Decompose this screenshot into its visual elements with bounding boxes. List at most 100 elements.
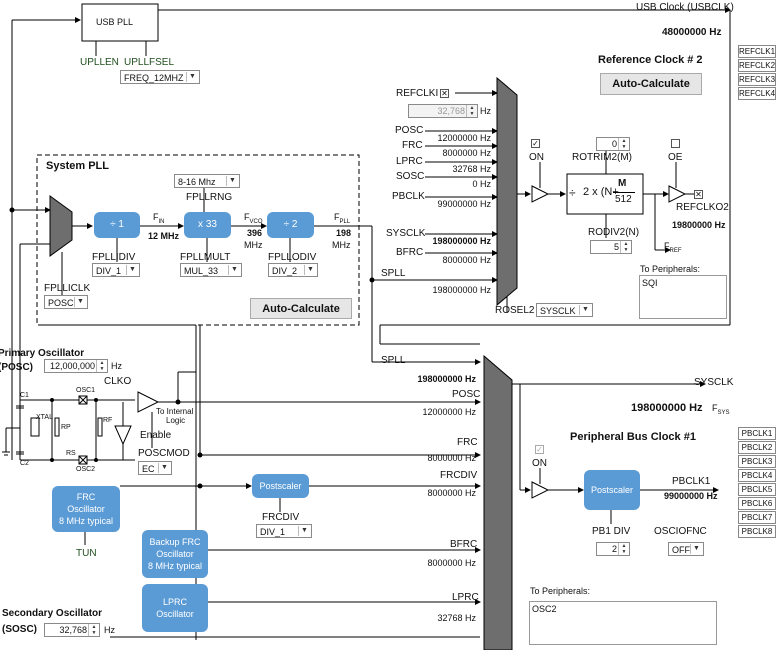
refclki-hz: Hz — [480, 106, 491, 116]
poscmod-select[interactable]: EC▼ — [138, 461, 172, 475]
sys-input-bfrc: BFRC — [450, 539, 478, 550]
sosc-frequency-spinner[interactable]: 32,768▲▼ — [44, 623, 100, 637]
tab-pbclk5[interactable]: PBCLK5 — [738, 483, 776, 496]
tab-pbclk6[interactable]: PBCLK6 — [738, 497, 776, 510]
fpllickl-select[interactable]: POSC▼ — [44, 295, 88, 309]
system-pll-title: System PLL — [46, 160, 109, 172]
sys-input-frc-freq: 8000000 Hz — [427, 453, 476, 463]
tab-pbclk2[interactable]: PBCLK2 — [738, 441, 776, 454]
refclk-formula: 2 x (N+ — [583, 186, 619, 198]
pbclk-peripherals-list[interactable]: OSC2 — [529, 601, 717, 645]
bfrc-oscillator-block: Backup FRC Oscillator 8 MHz typical — [142, 530, 208, 578]
posc-frequency-spinner[interactable]: 12,000,000▲▼ — [44, 359, 108, 373]
ref-input-bfrc-freq: 8000000 Hz — [442, 255, 491, 265]
refclko-frequency: 19800000 Hz — [672, 220, 726, 230]
poscmod-label: POSCMOD — [138, 448, 190, 459]
ref-input-sosc-freq: 0 Hz — [472, 179, 491, 189]
fpllrng-select[interactable]: 8-16 Mhz▼ — [174, 174, 240, 188]
c1-label: C1 — [20, 392, 29, 399]
sosc-title: Secondary Oscillator — [2, 608, 103, 619]
fpllickl-label: FPLLICLK — [44, 283, 91, 294]
ref-input-pbclk-freq: 99000000 Hz — [437, 199, 491, 209]
fsys-label: FSYS — [712, 403, 730, 416]
sys-input-lprc-freq: 32768 Hz — [437, 613, 476, 623]
refclk-auto-calculate-button[interactable]: Auto-Calculate — [600, 73, 702, 95]
frc-oscillator-block: FRC Oscillator 8 MHz typical — [52, 486, 120, 532]
refclk-divide-symbol: ÷ — [569, 186, 576, 200]
fref-label: FREF — [664, 241, 682, 254]
tab-pbclk8[interactable]: PBCLK8 — [738, 525, 776, 538]
upllfsel-label: UPLLFSEL — [124, 57, 175, 68]
tab-pbclk1[interactable]: PBCLK1 — [738, 427, 776, 440]
pll-output-divider-block: ÷ 2 — [267, 212, 314, 238]
fpllodiv-select[interactable]: DIV_2▼ — [268, 263, 318, 277]
refclki-frequency-spinner[interactable]: 32,768▲▼ — [408, 104, 478, 118]
ref-input-sysclk: SYSCLK — [386, 228, 426, 239]
upllfsel-select[interactable]: FREQ_12MHZ▼ — [120, 70, 200, 84]
frcdiv-label: FRCDIV — [262, 512, 300, 523]
tab-refclk4[interactable]: REFCLK4 — [738, 87, 776, 100]
sys-input-bfrc-freq: 8000000 Hz — [427, 558, 476, 568]
refclk-on-label: ON — [529, 152, 544, 163]
tab-refclk1[interactable]: REFCLK1 — [738, 45, 776, 58]
oe-checkbox[interactable] — [671, 139, 680, 148]
refclk-on-checkbox[interactable]: ✓ — [531, 139, 540, 148]
pbclk1-label: PBCLK1 — [672, 476, 711, 487]
tab-pbclk3[interactable]: PBCLK3 — [738, 455, 776, 468]
rosel-label: ROSEL2 — [495, 305, 535, 316]
refclki-label: REFCLKI — [396, 88, 439, 99]
osc2-label: OSC2 — [76, 466, 96, 473]
ref-input-sosc: SOSC — [396, 171, 425, 182]
ref-input-posc: POSC — [395, 125, 424, 136]
tun-label: TUN — [76, 548, 97, 559]
sys-input-posc-freq: 12000000 Hz — [422, 407, 476, 417]
fpll-label: FPLL — [334, 212, 351, 225]
osciofnc-select[interactable]: OFF▼ — [668, 542, 704, 556]
rodiv-spinner[interactable]: 5▲▼ — [590, 240, 632, 254]
pb1div-spinner[interactable]: 2▲▼ — [596, 542, 630, 556]
syspll-auto-calculate-button[interactable]: Auto-Calculate — [250, 298, 352, 319]
upllen-label: UPLLEN — [80, 57, 119, 68]
pbclk1-frequency: 99000000 Hz — [664, 491, 718, 501]
ref-input-sysclk-freq: 198000000 Hz — [432, 236, 491, 246]
c2-label: C2 — [20, 460, 29, 467]
clko-label: CLKO — [104, 376, 132, 387]
fpllrng-label: FPLLRNG — [186, 192, 233, 203]
refclki-checkbox[interactable]: ✕ — [440, 89, 449, 98]
refclko-pin-icon: ✕ — [694, 190, 703, 199]
ref-input-frc-freq: 8000000 Hz — [442, 148, 491, 158]
rodiv-label: RODIV2(N) — [588, 227, 640, 238]
rp-label: RP — [61, 424, 71, 431]
usb-pll-block: USB PLL — [96, 17, 134, 27]
usbclk-frequency: 48000000 Hz — [662, 27, 722, 38]
sys-input-frcdiv: FRCDIV — [440, 470, 478, 481]
pbclk-title: Peripheral Bus Clock #1 — [570, 431, 696, 443]
refclk-peripherals-list[interactable]: SQI — [639, 275, 727, 319]
fpll-unit: MHz — [332, 240, 351, 250]
rosel-select[interactable]: SYSCLK▼ — [536, 303, 593, 317]
tab-pbclk4[interactable]: PBCLK4 — [738, 469, 776, 482]
pll-input-divider-block: ÷ 1 — [94, 212, 140, 238]
fpllodiv-label: FPLLODIV — [268, 252, 317, 263]
fin-label: FIN — [153, 212, 165, 225]
rs-label: RS — [66, 450, 76, 457]
ref-input-frc: FRC — [402, 140, 423, 151]
rotrim-label: ROTRIM2(M) — [572, 152, 632, 163]
xtal-label: XTAL — [36, 414, 53, 421]
pbclk-postscaler-block: Postscaler — [584, 470, 640, 510]
frcdiv-select[interactable]: DIV_1▼ — [256, 524, 312, 538]
pbclk-on-checkbox[interactable]: ✓ — [535, 445, 544, 454]
posc-title-2: (POSC) — [0, 362, 33, 373]
fpllidiv-select[interactable]: DIV_1▼ — [92, 263, 140, 277]
tab-pbclk7[interactable]: PBCLK7 — [738, 511, 776, 524]
refclk-title: Reference Clock # 2 — [598, 54, 703, 66]
rotrim-spinner[interactable]: 0▲▼ — [596, 137, 630, 151]
ref-input-spll: SPLL — [381, 268, 406, 279]
fpllmult-select[interactable]: MUL_33▼ — [180, 263, 242, 277]
sysclk-frequency: 198000000 Hz — [631, 402, 703, 414]
tab-refclk3[interactable]: REFCLK3 — [738, 73, 776, 86]
tab-refclk2[interactable]: REFCLK2 — [738, 59, 776, 72]
fvco-value: 396 — [247, 228, 263, 238]
pbclk-to-peripherals-label: To Peripherals: — [530, 586, 591, 596]
logic-label: Logic — [166, 416, 186, 425]
